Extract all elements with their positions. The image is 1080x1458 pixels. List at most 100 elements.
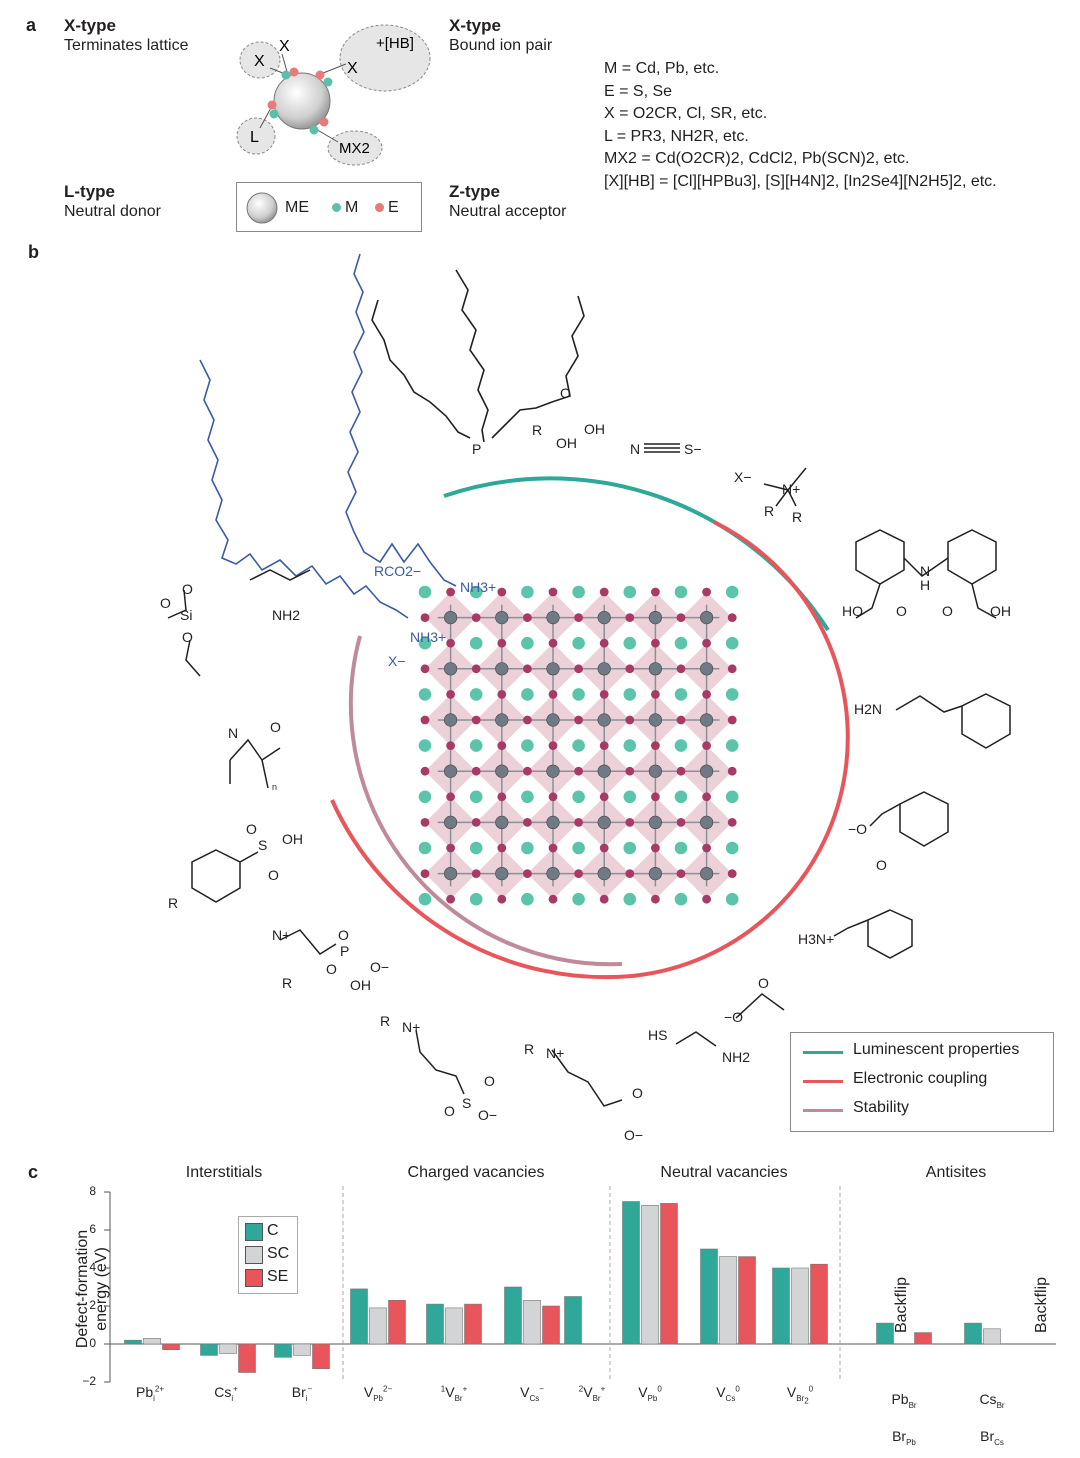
dpa-ring-1 bbox=[855, 529, 905, 585]
category-label: Bri− bbox=[291, 1384, 313, 1403]
category-label: 1VBr+ bbox=[440, 1384, 468, 1403]
bar-sc bbox=[983, 1328, 1001, 1345]
group-title-neutral-vacancies: Neutral vacancies bbox=[660, 1164, 788, 1181]
silane-nh2-label: NH2 bbox=[272, 607, 300, 623]
cs-atom bbox=[674, 636, 688, 650]
pc-r-label: R bbox=[282, 975, 292, 991]
quat-r2-label: R bbox=[792, 509, 802, 525]
br-atom bbox=[446, 741, 455, 750]
pb-atom bbox=[699, 764, 714, 778]
pb-atom bbox=[546, 662, 560, 676]
br-atom bbox=[599, 741, 609, 750]
x-ligand-cloud bbox=[239, 41, 281, 79]
pb-atom bbox=[546, 611, 560, 625]
pb-atom bbox=[648, 815, 663, 830]
cs-atom bbox=[725, 892, 739, 906]
br-atom bbox=[574, 664, 583, 674]
cs-atom bbox=[469, 688, 483, 701]
cys-hs-label: HS bbox=[648, 1027, 667, 1043]
br-atom bbox=[702, 792, 711, 802]
br-atom bbox=[599, 843, 609, 853]
pb-atom bbox=[546, 713, 560, 727]
stability-arc bbox=[348, 635, 623, 967]
cs-atom bbox=[521, 841, 534, 855]
pb-atom bbox=[597, 713, 611, 727]
pb-atom bbox=[546, 866, 560, 881]
br-atom bbox=[420, 869, 430, 878]
ligand-diagram: RCO2− NH3+ NH3+ X− P R O OH OH N S− X− N… bbox=[160, 253, 1011, 1143]
br-atom bbox=[471, 613, 481, 622]
br-atom bbox=[702, 894, 711, 904]
m-legend-label: M bbox=[345, 199, 359, 216]
definition-line: [X][HB] = [Cl][HPBu3], [S][H4N]2, [In2Se… bbox=[604, 172, 997, 190]
br-atom bbox=[523, 869, 532, 878]
bars bbox=[124, 1201, 1001, 1373]
br-atom bbox=[651, 638, 660, 648]
x-type-1-desc: Terminates lattice bbox=[64, 37, 189, 54]
cs-atom bbox=[572, 841, 585, 855]
br-atom bbox=[599, 894, 609, 904]
dpa-ho-label: HO bbox=[842, 603, 863, 619]
x-type-1-title: X-type bbox=[64, 16, 116, 35]
br-atom bbox=[625, 664, 635, 674]
rco2-label: RCO2− bbox=[374, 563, 421, 579]
z-type-title: Z-type bbox=[449, 182, 500, 201]
quat-n-label: N+ bbox=[782, 481, 800, 497]
br-atom bbox=[676, 766, 686, 776]
cs-atom bbox=[725, 841, 739, 855]
panel-b-label: b bbox=[28, 242, 39, 262]
hb-label: +[HB] bbox=[376, 35, 414, 52]
cs-atom bbox=[469, 585, 483, 599]
br-atom bbox=[497, 894, 507, 904]
br-atom bbox=[574, 715, 583, 725]
y-tick-label: 0 bbox=[89, 1336, 96, 1350]
e-legend-dot bbox=[375, 203, 384, 212]
pb-atom bbox=[597, 611, 611, 625]
electronic-coupling-arc bbox=[330, 520, 850, 980]
br-atom bbox=[420, 715, 430, 725]
cs-atom bbox=[572, 688, 585, 701]
sulfonic-s-label: S bbox=[258, 837, 267, 853]
br-atom bbox=[446, 638, 455, 648]
legend-swatch-c bbox=[245, 1223, 263, 1241]
bar-sc bbox=[143, 1338, 161, 1345]
pb-atom bbox=[597, 866, 611, 881]
gb-o-label: O bbox=[632, 1085, 643, 1101]
cs-atom bbox=[623, 892, 637, 906]
x-minus-label: X− bbox=[388, 653, 406, 669]
e-atom bbox=[319, 117, 329, 127]
br-atom bbox=[523, 715, 532, 725]
br-atom bbox=[702, 587, 711, 597]
y-tick-label: 6 bbox=[89, 1222, 96, 1236]
bar-c bbox=[876, 1322, 894, 1345]
bar-sc bbox=[369, 1307, 387, 1345]
y-tick-label: 2 bbox=[89, 1298, 96, 1312]
pb-atom bbox=[648, 662, 663, 676]
cs-atom bbox=[418, 790, 432, 804]
br-atom bbox=[548, 587, 558, 597]
bar-sc bbox=[219, 1343, 237, 1354]
br-atom bbox=[446, 587, 455, 597]
y-tick-label: −2 bbox=[82, 1374, 96, 1388]
bar-se bbox=[162, 1343, 180, 1350]
bar-c bbox=[426, 1303, 444, 1345]
br-atom bbox=[625, 869, 635, 878]
br-atom bbox=[727, 766, 737, 776]
br-atom bbox=[599, 690, 609, 699]
cs-atom bbox=[418, 636, 432, 650]
br-atom bbox=[420, 766, 430, 776]
category-label: VCs0 bbox=[716, 1384, 740, 1403]
pb-atom bbox=[648, 611, 663, 625]
pb-atom bbox=[495, 611, 509, 625]
bar-se bbox=[388, 1300, 406, 1345]
cs-atom bbox=[469, 892, 483, 906]
pb-atom bbox=[546, 764, 560, 778]
cs-atom bbox=[674, 790, 688, 804]
br-atom bbox=[676, 664, 686, 674]
cinnamyl-ring bbox=[961, 693, 1011, 749]
l-type-desc: Neutral donor bbox=[64, 203, 161, 220]
cs-atom bbox=[674, 841, 688, 855]
dpa-h-label: H bbox=[920, 577, 930, 593]
